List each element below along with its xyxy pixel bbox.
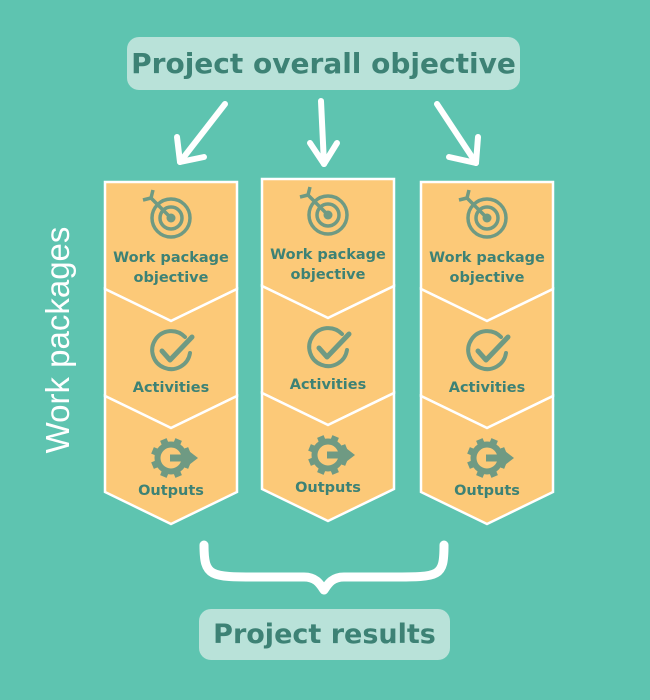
work-package-column xyxy=(260,177,396,523)
arrow-center xyxy=(307,98,340,167)
work-package-objective-label: Work package objective xyxy=(113,250,229,286)
target-icon xyxy=(142,189,192,239)
target-icon xyxy=(299,186,349,236)
work-package-column xyxy=(103,180,239,526)
arrows xyxy=(174,98,481,167)
check-circle-icon xyxy=(307,326,352,369)
work-packages-label: Work packages xyxy=(39,226,76,454)
gear-arrow-icon xyxy=(467,438,514,478)
work-package-objective-label: Work package objective xyxy=(429,250,545,286)
outputs-label: Outputs xyxy=(454,483,520,499)
activities-label: Activities xyxy=(448,380,526,396)
gear-arrow-icon xyxy=(151,438,198,478)
project-objective-box: Project overall objective xyxy=(127,37,520,90)
activities-label: Activities xyxy=(289,377,367,393)
project-results-box: Project results xyxy=(199,609,450,660)
check-circle-icon xyxy=(150,329,195,372)
results-brace xyxy=(199,540,449,595)
target-icon xyxy=(458,189,508,239)
activities-label: Activities xyxy=(132,380,210,396)
check-circle-icon xyxy=(466,329,511,372)
arrow-left xyxy=(174,101,228,165)
outputs-label: Outputs xyxy=(295,480,361,496)
work-package-objective-label: Work package objective xyxy=(270,247,386,283)
work-package-column xyxy=(419,180,555,526)
arrow-right xyxy=(434,101,481,166)
gear-arrow-icon xyxy=(308,435,355,475)
outputs-label: Outputs xyxy=(138,483,204,499)
